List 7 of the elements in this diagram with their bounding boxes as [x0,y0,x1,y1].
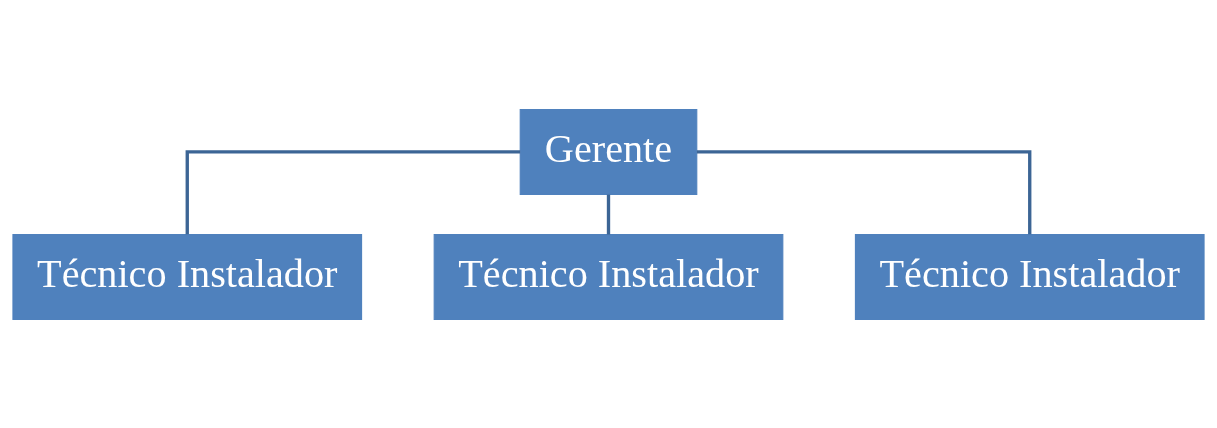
connector [606,194,611,235]
connector [185,149,521,234]
node-box: Técnico Instalador [854,233,1205,320]
node-box: Gerente [519,108,698,195]
node-box: Técnico Instalador [433,233,784,320]
node-box: Técnico Instalador [12,233,363,320]
connector [696,149,1032,234]
